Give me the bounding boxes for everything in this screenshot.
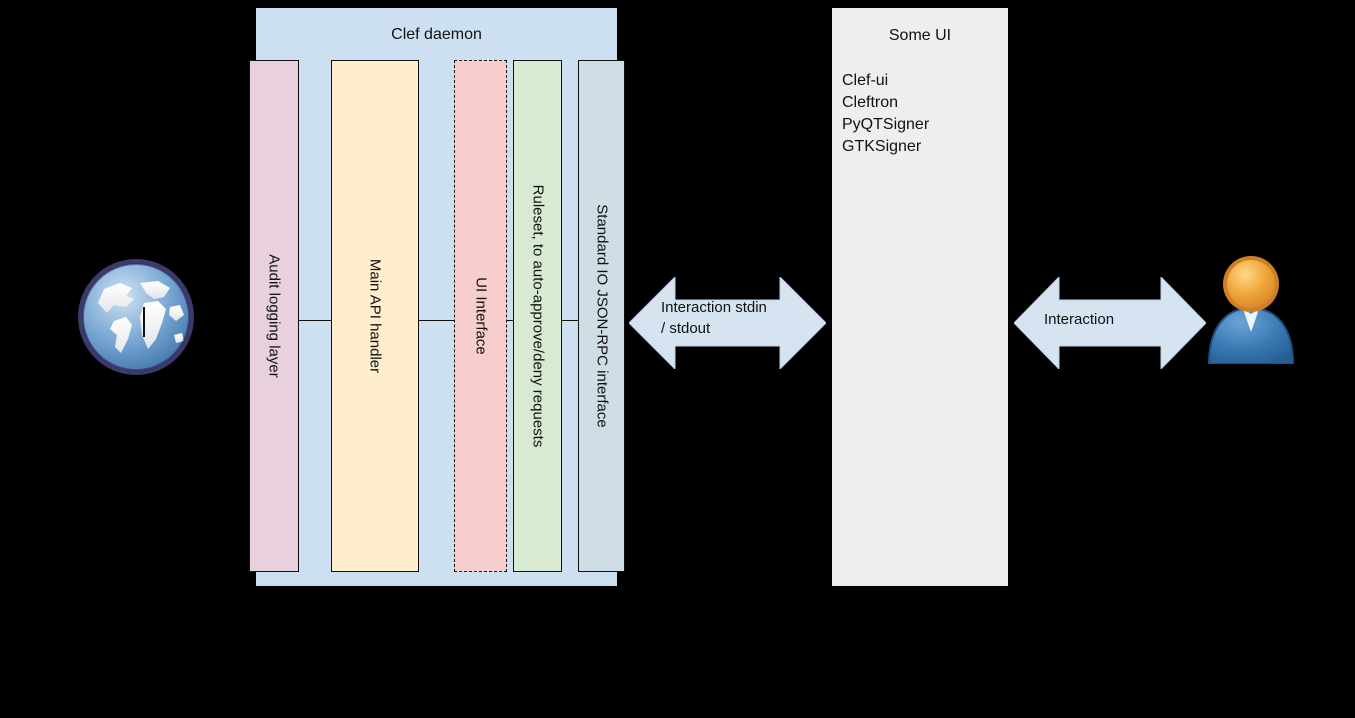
box-main-api-handler[interactable]: Main API handler — [331, 60, 419, 572]
globe-icon — [74, 255, 198, 379]
list-item[interactable]: Clef-ui — [842, 72, 889, 89]
some-ui-list: Clef-ui Cleftron PyQTSigner GTKSigner — [842, 70, 1002, 158]
arrow-stdio-line1: Interaction stdin — [661, 299, 767, 316]
box-ui-interface[interactable]: UI Interface — [454, 60, 507, 572]
list-item[interactable]: GTKSigner — [842, 138, 922, 155]
user-icon — [1205, 252, 1297, 365]
box-ruleset[interactable]: Ruleset, to auto-approve/deny requests — [513, 60, 562, 572]
list-item[interactable]: PyQTSigner — [842, 116, 930, 133]
connector-api-to-ui — [418, 320, 455, 321]
clef-daemon-container: Clef daemon — [256, 8, 617, 586]
connector-audit-to-api — [298, 320, 332, 321]
arrow-interaction-stdio-label: Interaction stdin / stdout — [661, 297, 811, 339]
arrow-interaction-stdio: Interaction stdin / stdout — [629, 277, 826, 369]
list-item[interactable]: Cleftron — [842, 94, 899, 111]
box-ruleset-label: Ruleset, to auto-approve/deny requests — [529, 184, 546, 448]
box-audit-logging-layer-label: Audit logging layer — [265, 254, 283, 378]
connector-ruleset-to-stdio — [561, 320, 579, 321]
clef-daemon-title: Clef daemon — [391, 26, 482, 43]
connector-ui-to-ruleset — [506, 320, 514, 321]
box-main-api-handler-label: Main API handler — [366, 258, 384, 374]
box-stdio-jsonrpc-interface-label: Standard IO JSON-RPC interface — [593, 204, 610, 428]
box-stdio-jsonrpc-interface[interactable]: Standard IO JSON-RPC interface — [578, 60, 625, 572]
some-ui-title: Some UI — [888, 27, 952, 44]
arrow-interaction-user-label: Interaction — [1044, 309, 1194, 330]
box-audit-logging-layer[interactable]: Audit logging layer — [249, 60, 299, 572]
some-ui-panel: Some UI Clef-ui Cleftron PyQTSigner GTKS… — [832, 8, 1008, 586]
box-ui-interface-label: UI Interface — [472, 277, 489, 355]
arrow-user-line1: Interaction — [1044, 311, 1115, 328]
arrow-interaction-user: Interaction — [1014, 277, 1206, 369]
arrow-stdio-line2: / stdout — [661, 320, 711, 337]
